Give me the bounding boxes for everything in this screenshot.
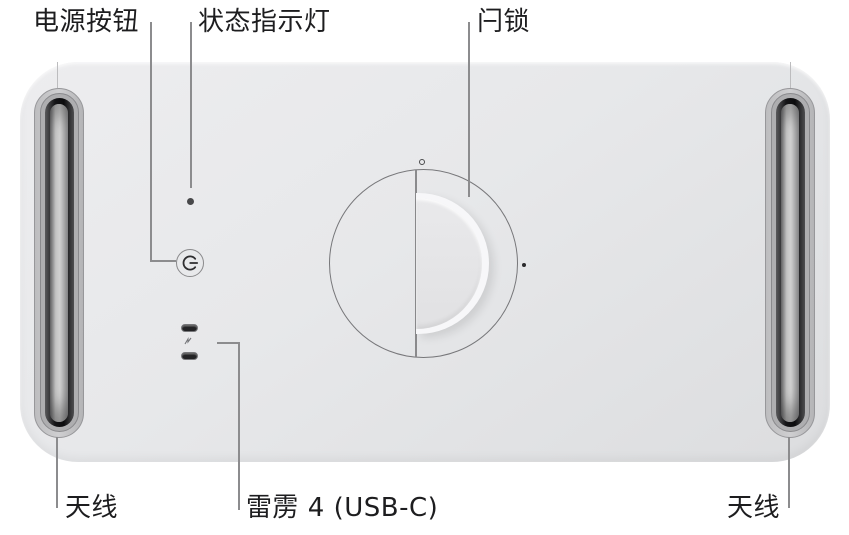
callout-label-status-light: 状态指示灯 bbox=[198, 7, 331, 37]
body-seam-right bbox=[790, 62, 791, 88]
power-button bbox=[176, 249, 204, 277]
callout-line-power-elbow bbox=[150, 260, 176, 262]
callout-label-antenna-left: 天线 bbox=[65, 493, 119, 523]
callout-line-power bbox=[150, 22, 152, 262]
thunderbolt-port-2 bbox=[181, 352, 198, 360]
thunderbolt-port-1 bbox=[181, 324, 198, 332]
thunderbolt-icon bbox=[184, 337, 192, 345]
callout-line-latch bbox=[468, 22, 470, 197]
callout-label-thunderbolt: 雷雳 4 (USB-C) bbox=[246, 493, 439, 523]
antenna-right-chrome bbox=[781, 104, 799, 422]
antenna-left-chrome bbox=[50, 104, 68, 422]
latch-dial bbox=[329, 169, 518, 358]
latch-unlocked-marker-icon bbox=[419, 159, 425, 165]
latch-locked-marker-icon bbox=[522, 263, 526, 267]
body-seam-left bbox=[57, 62, 58, 88]
callout-label-power-button: 电源按钮 bbox=[33, 7, 140, 37]
callout-line-status bbox=[190, 22, 192, 188]
callout-label-antenna-right: 天线 bbox=[727, 493, 781, 523]
callout-label-latch: 闩锁 bbox=[477, 7, 531, 37]
callout-line-antenna-left bbox=[56, 437, 58, 508]
power-icon bbox=[182, 255, 199, 271]
status-indicator-light bbox=[187, 198, 194, 205]
callout-line-thunderbolt-elbow bbox=[217, 342, 240, 344]
callout-line-thunderbolt bbox=[238, 342, 240, 510]
callout-line-antenna-right bbox=[788, 437, 790, 508]
